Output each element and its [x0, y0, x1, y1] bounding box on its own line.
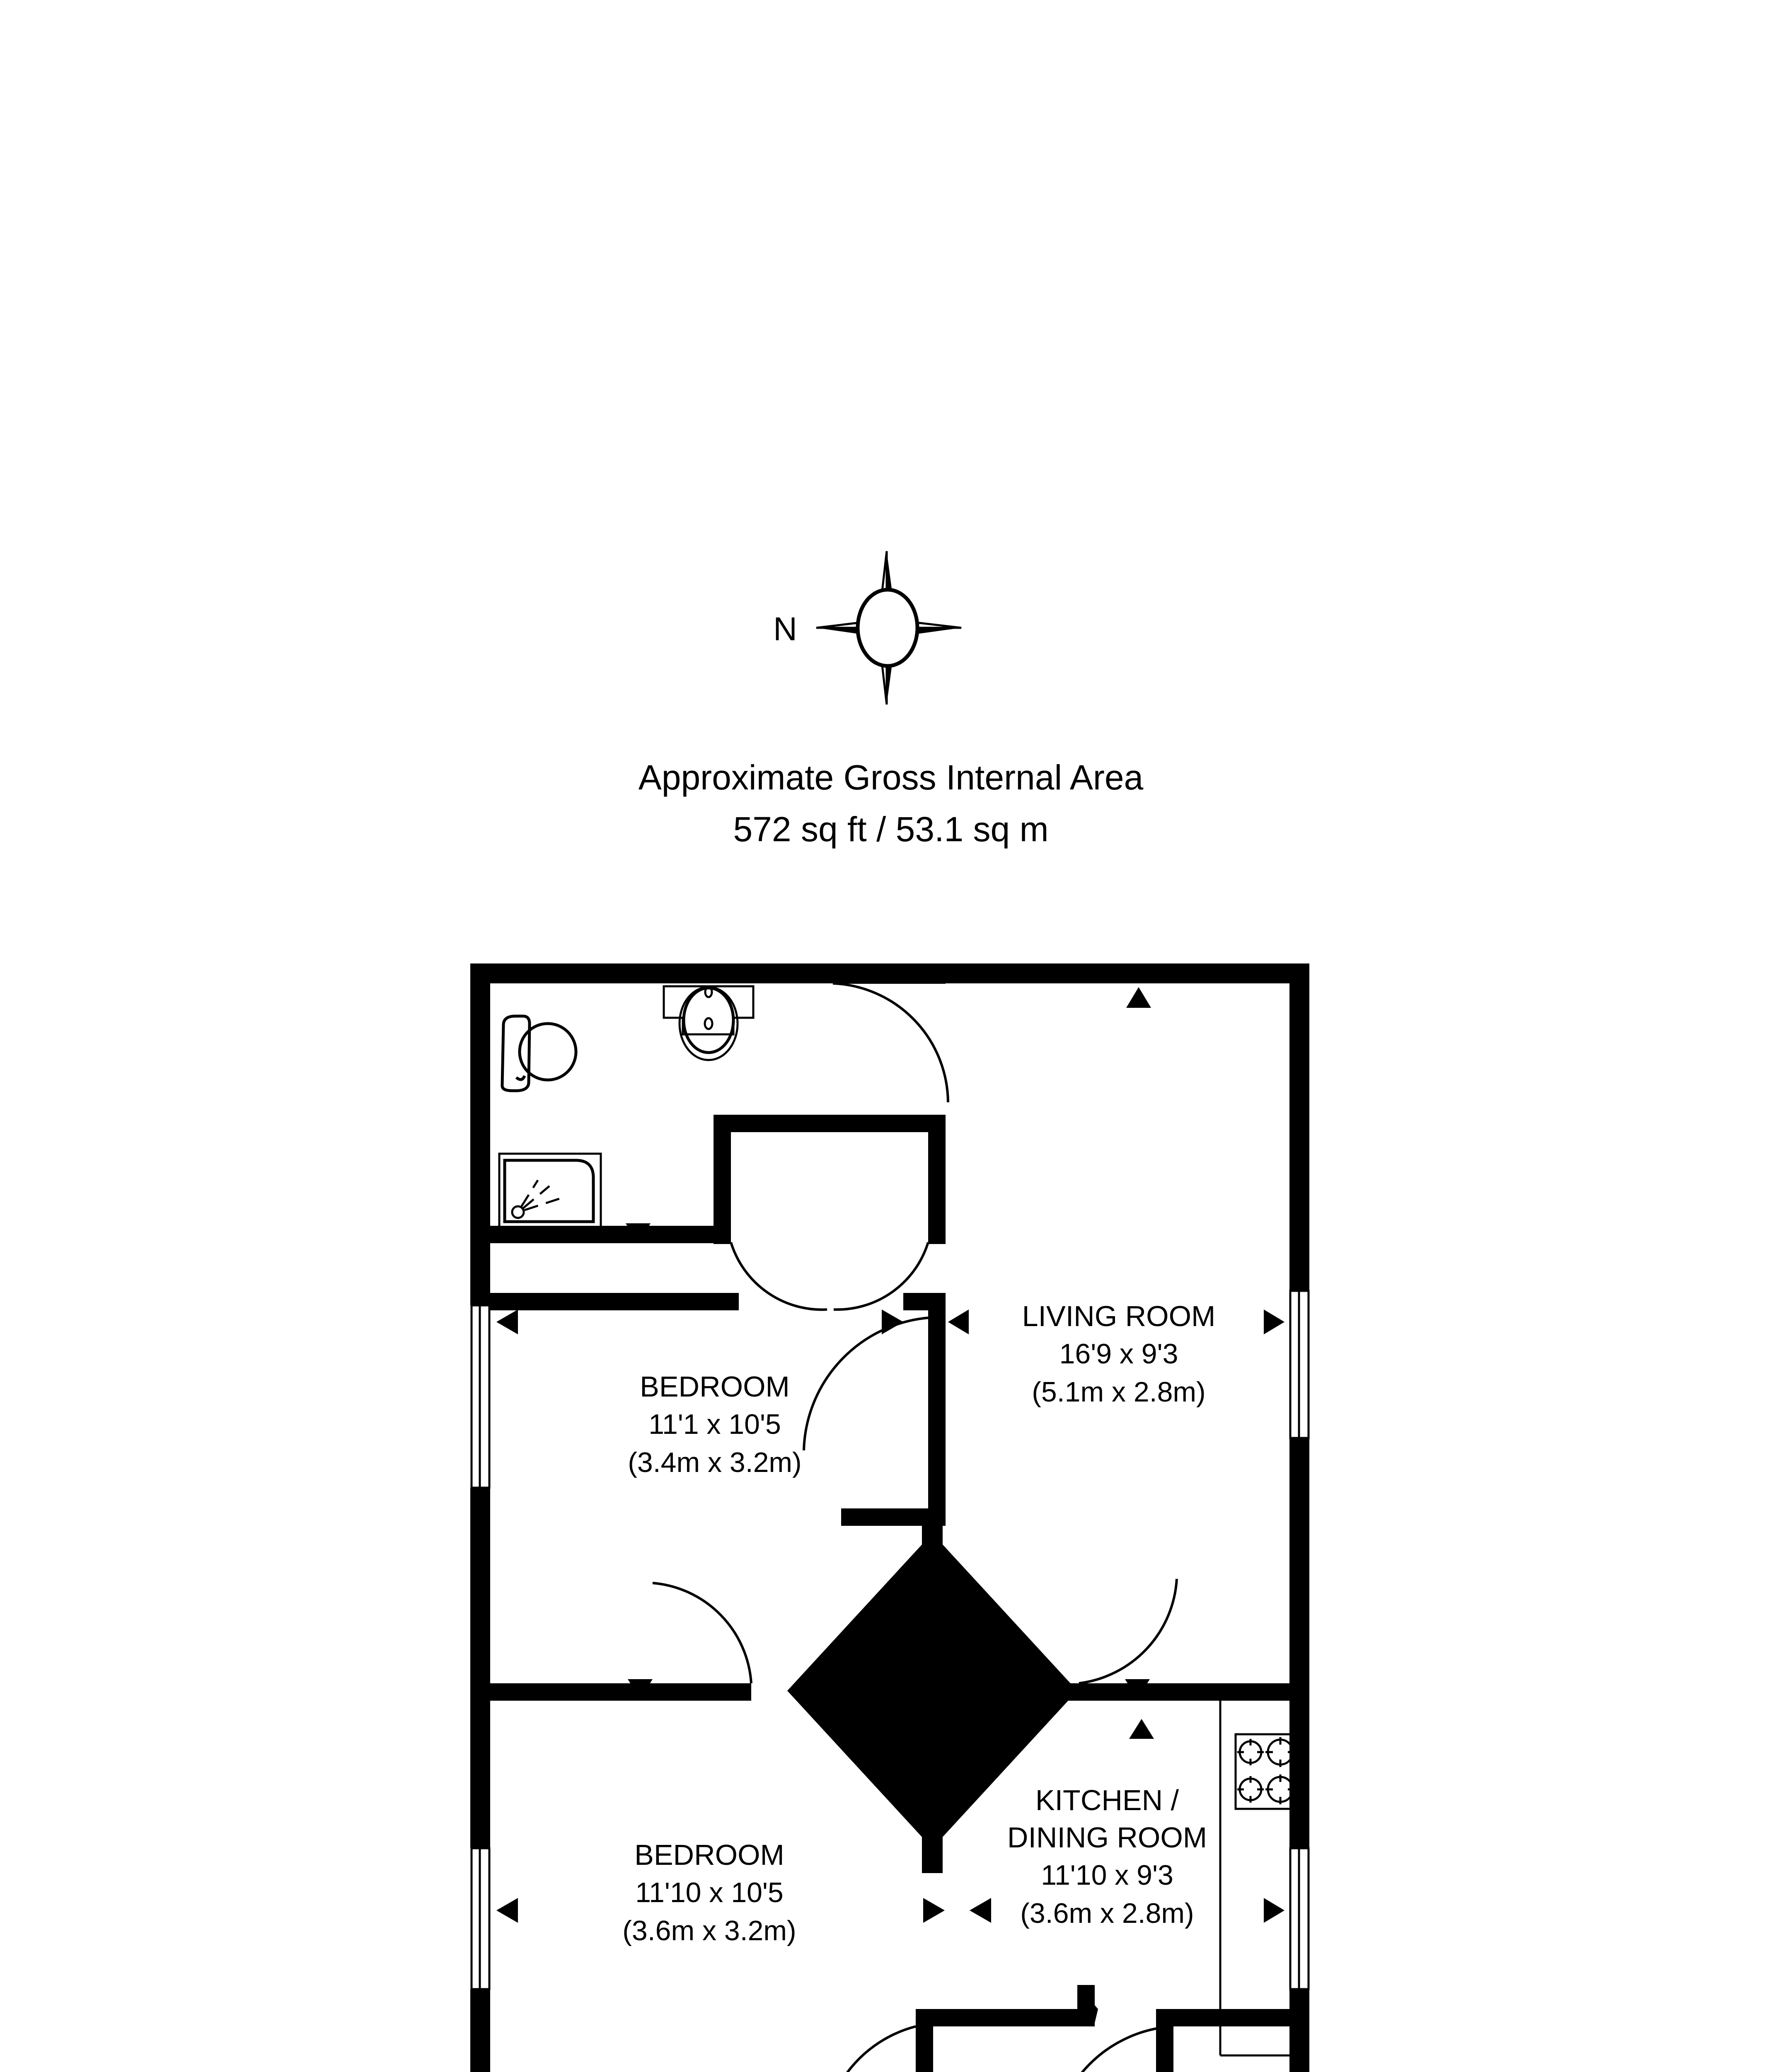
exterior-walls [470, 963, 1309, 2072]
door-hall-double [730, 1242, 929, 1311]
window-left-upper [470, 1304, 491, 1489]
window-right-lower [1289, 1847, 1310, 1990]
door-bedroom-2 [652, 1582, 752, 1684]
room-label-bedroom-2: BEDROOM [634, 1839, 784, 1871]
door-bathroom [832, 975, 949, 1103]
door-bedroom-2-lower [846, 2025, 916, 2072]
room-label-kitchen-line2: DINING ROOM [1007, 1821, 1207, 1854]
compass-rose-icon [816, 551, 962, 705]
room-dim-metric-living-room: (5.1m x 2.8m) [1032, 1376, 1205, 1408]
window-left-lower [470, 1847, 491, 1990]
door-kitchen [1079, 1578, 1178, 1685]
room-dim-imperial-kitchen: 11'10 x 9'3 [1041, 1859, 1173, 1891]
area-title: Approximate Gross Internal Area [639, 758, 1144, 797]
door-entrance [1081, 2025, 1174, 2072]
room-label-kitchen-line1: KITCHEN / [1035, 1784, 1179, 1816]
toilet-icon [501, 1014, 578, 1092]
shower-tray-icon [498, 1152, 602, 1229]
interior-walls [490, 1115, 1293, 2072]
room-dim-imperial-living-room: 16'9 x 9'3 [1059, 1338, 1178, 1370]
area-value: 572 sq ft / 53.1 sq m [733, 810, 1048, 849]
hob-icon [1234, 1733, 1297, 1810]
central-column-diamond [787, 1508, 1077, 1873]
window-right-upper [1289, 1290, 1310, 1439]
room-dim-imperial-bedroom-2: 11'10 x 10'5 [635, 1877, 783, 1908]
room-dim-metric-kitchen: (3.6m x 2.8m) [1020, 1898, 1194, 1929]
room-dim-imperial-bedroom-1: 11'1 x 10'5 [648, 1409, 781, 1440]
compass-north-label: N [773, 610, 797, 647]
room-label-living-room: LIVING ROOM [1022, 1300, 1216, 1332]
room-dim-metric-bedroom-2: (3.6m x 3.2m) [622, 1915, 796, 1946]
washbasin-icon [663, 985, 755, 1061]
room-label-bedroom-1: BEDROOM [640, 1370, 790, 1403]
room-dim-metric-bedroom-1: (3.4m x 3.2m) [628, 1447, 801, 1478]
kitchen-counter [1219, 1691, 1289, 2057]
direction-markers [496, 987, 1284, 1923]
